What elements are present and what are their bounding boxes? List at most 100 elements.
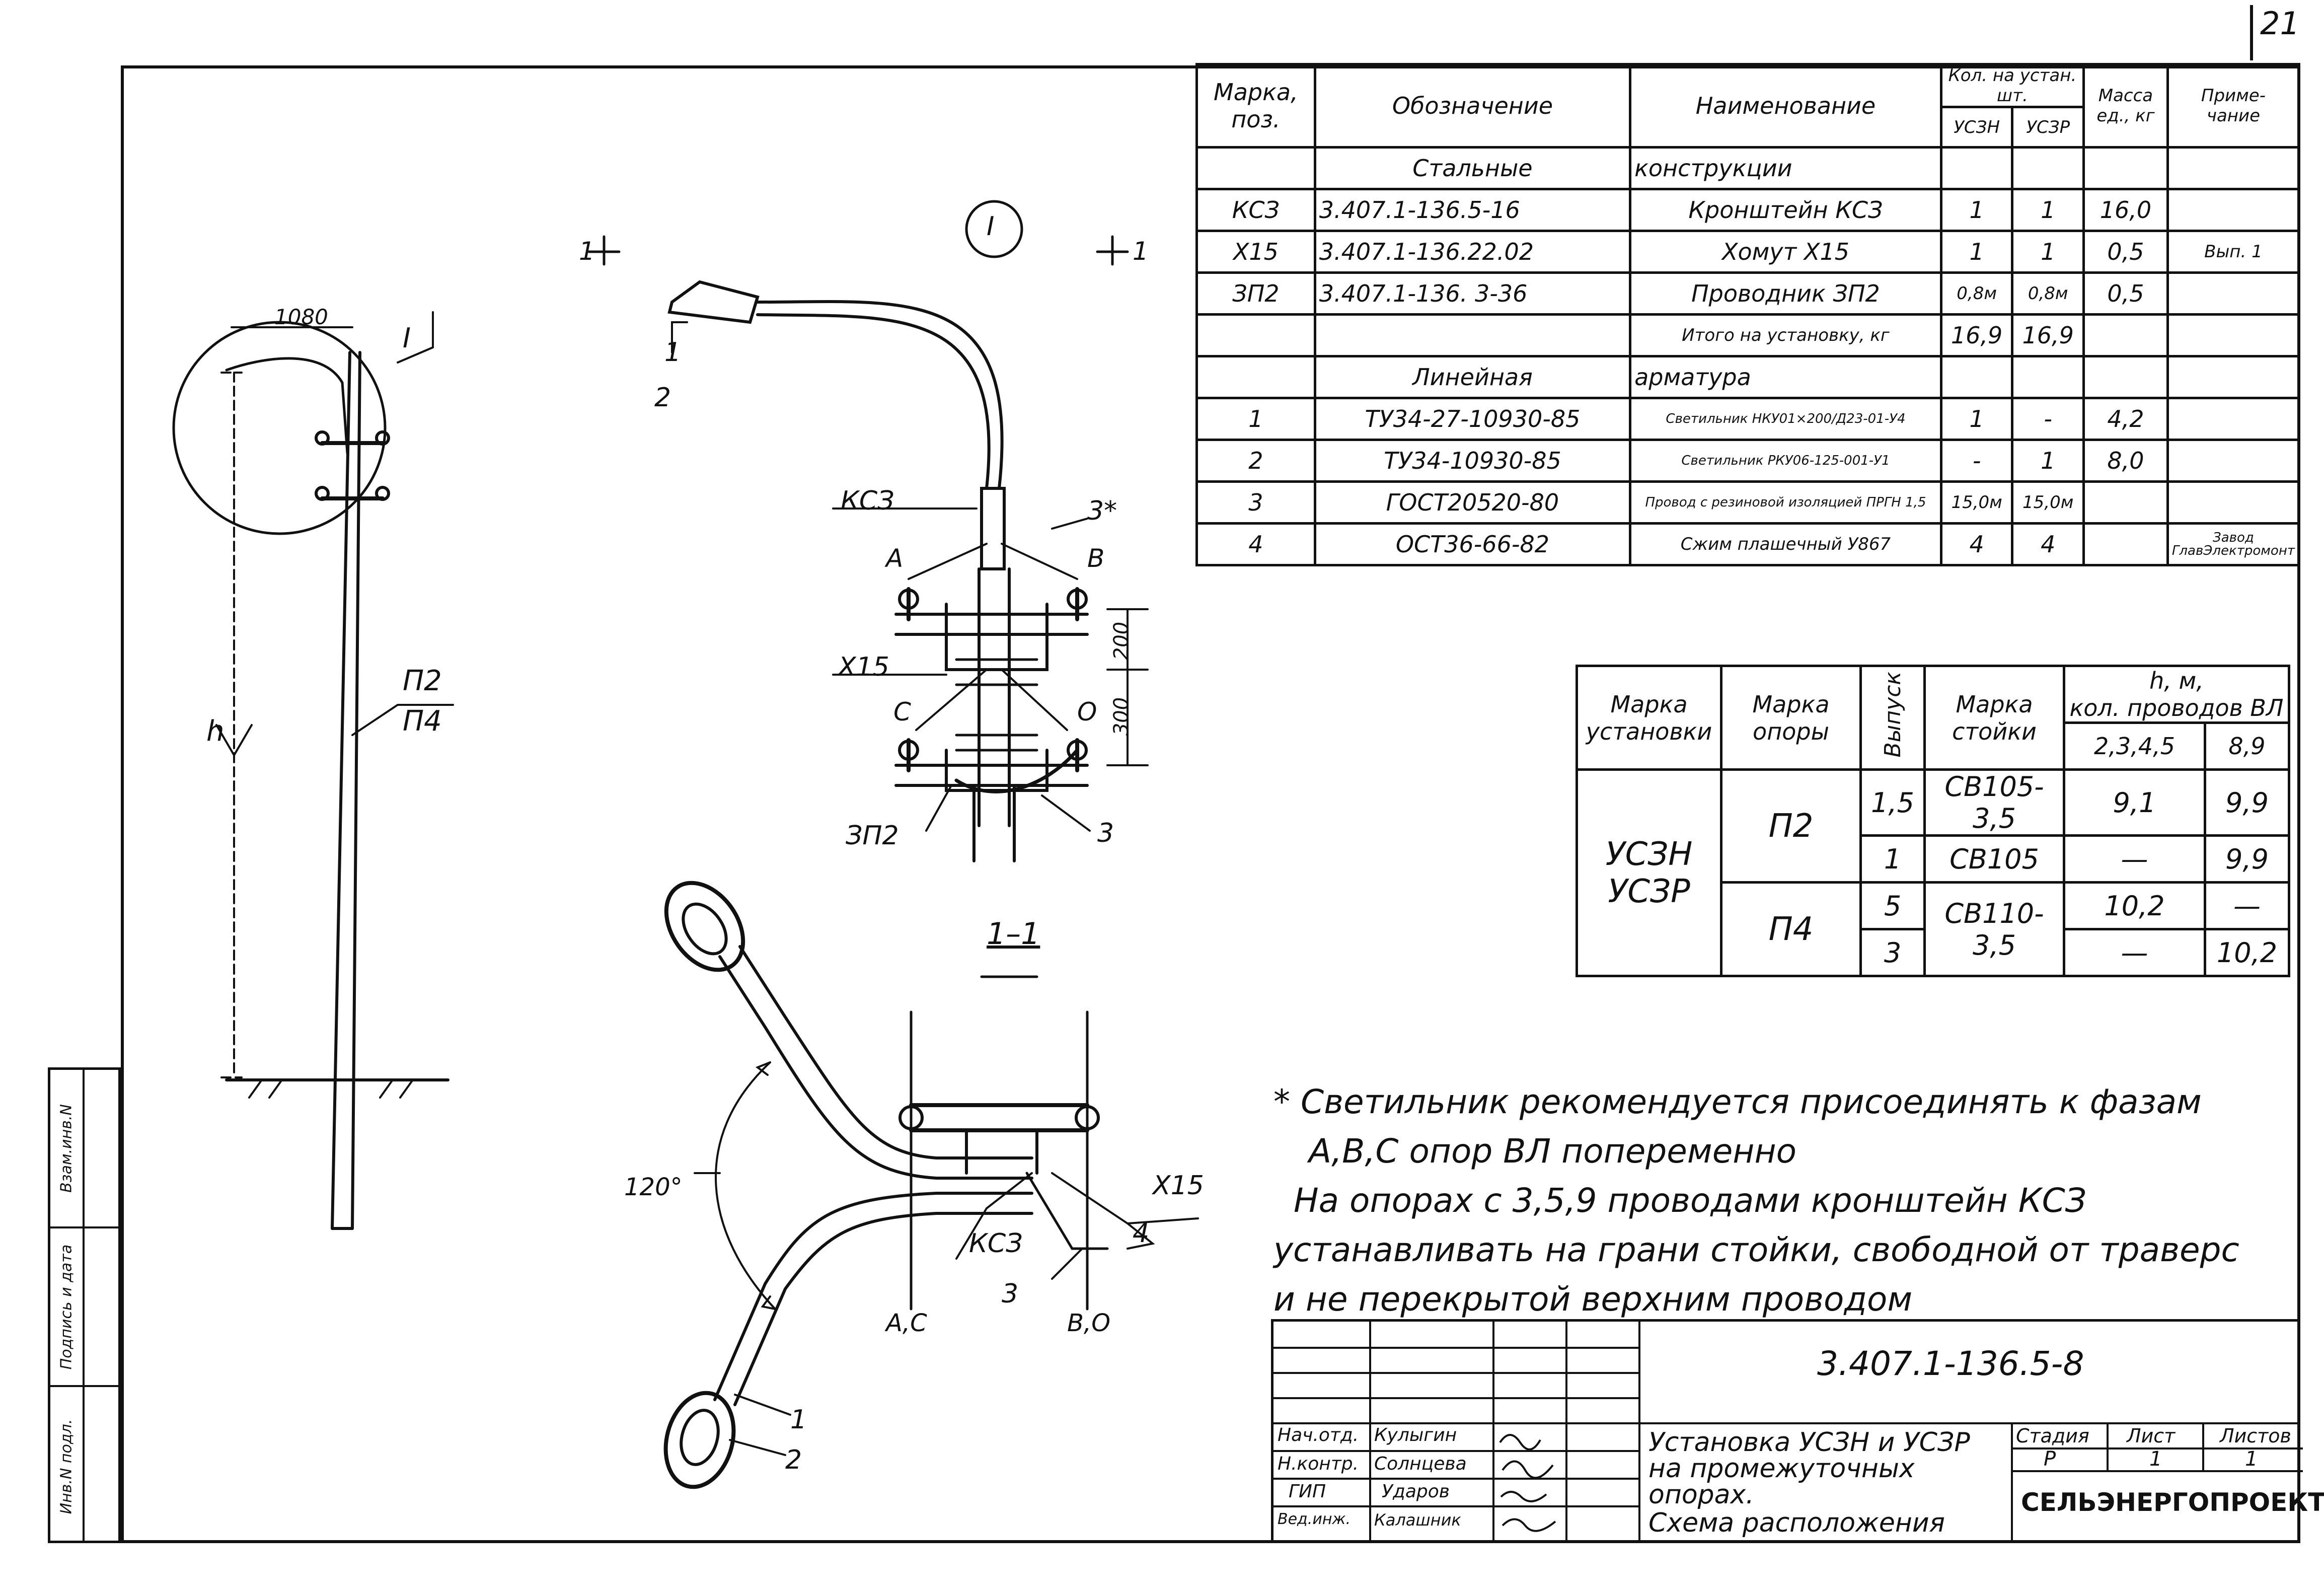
ks3-label-section: КСЗ: [969, 1228, 1023, 1259]
cell-qty-b: 0,8м: [2011, 271, 2085, 316]
cell-mark: Х15: [1195, 230, 1316, 274]
cell-note: [2166, 313, 2301, 357]
cell-mass: 4,2: [2082, 397, 2169, 441]
cell-mark: ЗП2: [1195, 271, 1316, 316]
cell-qty-b: 4: [2011, 522, 2085, 566]
cell-qty-a: -: [1939, 439, 2014, 483]
table-row: 1 ТУ34-27-10930-85 Светильник НКУ01×200/…: [1195, 397, 2301, 441]
dim-1080: 1080: [274, 305, 328, 329]
table-row: КСЗ 3.407.1-136.5-16 Кронштейн КСЗ 1 1 1…: [1195, 188, 2301, 232]
ust-a: УСЗН: [1605, 835, 1693, 873]
label-3-detail: 3: [1097, 818, 1114, 848]
sheets-value: 1: [2245, 1447, 2258, 1471]
cell-qty-a: 16,9: [1939, 313, 2014, 357]
sheet-value: 1: [2149, 1447, 2162, 1471]
phase-A-label: А: [886, 544, 904, 573]
note-line: и не перекрытой верхним проводом: [1273, 1280, 1913, 1319]
cell-qty-b: 15,0м: [2011, 480, 2085, 525]
cell-name: Светильник РКУ06-125-001-У1: [1629, 439, 1942, 483]
cell-qty-a: 1: [1939, 397, 2014, 441]
cell-qty-b: 16,9: [2011, 313, 2085, 357]
cell-mark: 3: [1195, 480, 1316, 525]
label-3-section: 3: [1002, 1279, 1019, 1309]
section-label: конструкции: [1629, 146, 1942, 190]
header-kol-label: кол. проводов ВЛ: [2069, 694, 2284, 721]
table-row: УСЗН УСЗР П2 1,5 СВ105-3,5 9,1 9,9: [1576, 768, 2290, 977]
section-title: 1–1: [987, 916, 1040, 952]
table-row: 3 — 10,2: [1577, 928, 2290, 977]
section-cell: [2011, 146, 2085, 190]
detail-I: [587, 200, 1149, 862]
name-label: Солнцева: [1374, 1454, 1467, 1474]
cell-name: Хомут Х15: [1629, 230, 1942, 274]
header-mark: Марка, поз.: [1195, 63, 1316, 149]
section-cell: [2082, 146, 2169, 190]
tb-line: [1369, 1322, 1371, 1541]
section-cell: [2166, 355, 2301, 399]
section-cell: [1195, 355, 1316, 399]
section-label: арматура: [1629, 355, 1942, 399]
table-row: П4 5 СВ110-3,5 10,2 —: [1577, 881, 2290, 977]
detail-I-label: I: [987, 211, 995, 242]
cell-op: П4: [1720, 881, 1862, 977]
note-line: На опорах с 3,5,9 проводами кронштейн КС…: [1294, 1181, 2086, 1220]
ust-b: УСЗР: [1608, 873, 1690, 910]
cell-st: СВ105-3,5: [1923, 768, 2065, 837]
section-mark-left: 1: [579, 237, 595, 266]
specification-table: Марка, поз. Обозначение Наименование Кол…: [1195, 63, 2301, 566]
sheet-number: 21: [2250, 5, 2300, 60]
label-1-section: 1: [790, 1405, 807, 1435]
organization: СЕЛЬЭНЕРГОПРОЕКТ: [2021, 1488, 2324, 1517]
callout-I: I: [403, 322, 411, 354]
cell-designation: ТУ34-27-10930-85: [1313, 397, 1632, 441]
tb-line: [2011, 1470, 2303, 1472]
cell-qty-a: 1: [1939, 188, 2014, 232]
note-line: устанавливать на грани стойки, свободной…: [1273, 1230, 2239, 1269]
sheet-header: Лист: [2127, 1425, 2176, 1447]
zp2-label: ЗП2: [846, 821, 899, 851]
cell-mark: 4: [1195, 522, 1316, 566]
title-line: Установка УСЗН и УСЗР: [1648, 1427, 1970, 1458]
table-row: 3 ГОСТ20520-80 Провод с резиновой изоляц…: [1195, 480, 2301, 525]
cell-c1: —: [2063, 834, 2206, 884]
cell-note: [2166, 188, 2301, 232]
document-code: 3.407.1-136.5-8: [1817, 1344, 2084, 1383]
angle-label: 120°: [624, 1173, 683, 1201]
cell-mass: 8,0: [2082, 439, 2169, 483]
cell-note: Завод ГлавЭлектромонт: [2166, 522, 2301, 566]
tb-line: [2011, 1422, 2013, 1541]
header-qty: Кол. на устан. шт.: [1939, 63, 2085, 108]
cell-vypusk: 1,5: [1859, 768, 1926, 837]
title-line: Схема расположения: [1648, 1508, 1945, 1538]
cell-note: [2166, 439, 2301, 483]
header-qty-b: УСЗР: [2011, 106, 2085, 149]
cell-designation: ТУ34-10930-85: [1313, 439, 1632, 483]
x15-label-detail: Х15: [838, 652, 889, 682]
tb-line: [1273, 1450, 1638, 1452]
role-label: Н.контр.: [1278, 1454, 1359, 1474]
header-designation: Обозначение: [1313, 63, 1632, 149]
cell-qty-b: 1: [2011, 230, 2085, 274]
cell-designation: 3.407.1-136.5-16: [1313, 188, 1632, 232]
phase-C-label: С: [893, 697, 911, 727]
header-vypusk: Выпуск: [1859, 665, 1926, 771]
cell-name: Проводник ЗП2: [1629, 271, 1942, 316]
tb-line: [2202, 1422, 2204, 1470]
table-row: Итого на установку, кг 16,9 16,9: [1195, 313, 2301, 357]
side-strip-col: Взам.инв.N Подпись и дата Инв.N подл.: [50, 1070, 85, 1541]
cell-mass: 16,0: [2082, 188, 2169, 232]
pole-p4-label: П4: [403, 705, 442, 738]
tb-line: [1638, 1322, 1640, 1541]
side-strip-cell: [84, 1228, 118, 1387]
cell-note: Вып. 1: [2166, 230, 2301, 274]
tb-line: [1273, 1347, 1638, 1349]
table-row: ЗП2 3.407.1-136. 3-36 Проводник ЗП2 0,8м…: [1195, 271, 2301, 316]
header-hm-label: h, м,: [2149, 667, 2204, 694]
header-note: Приме- чание: [2166, 63, 2301, 149]
cell-mark: 1: [1195, 397, 1316, 441]
section-cell: [2082, 355, 2169, 399]
header-hm: h, м, кол. проводов ВЛ: [2063, 665, 2290, 724]
header-marka-st: Марка стойки: [1923, 665, 2065, 771]
cell-mark: 2: [1195, 439, 1316, 483]
